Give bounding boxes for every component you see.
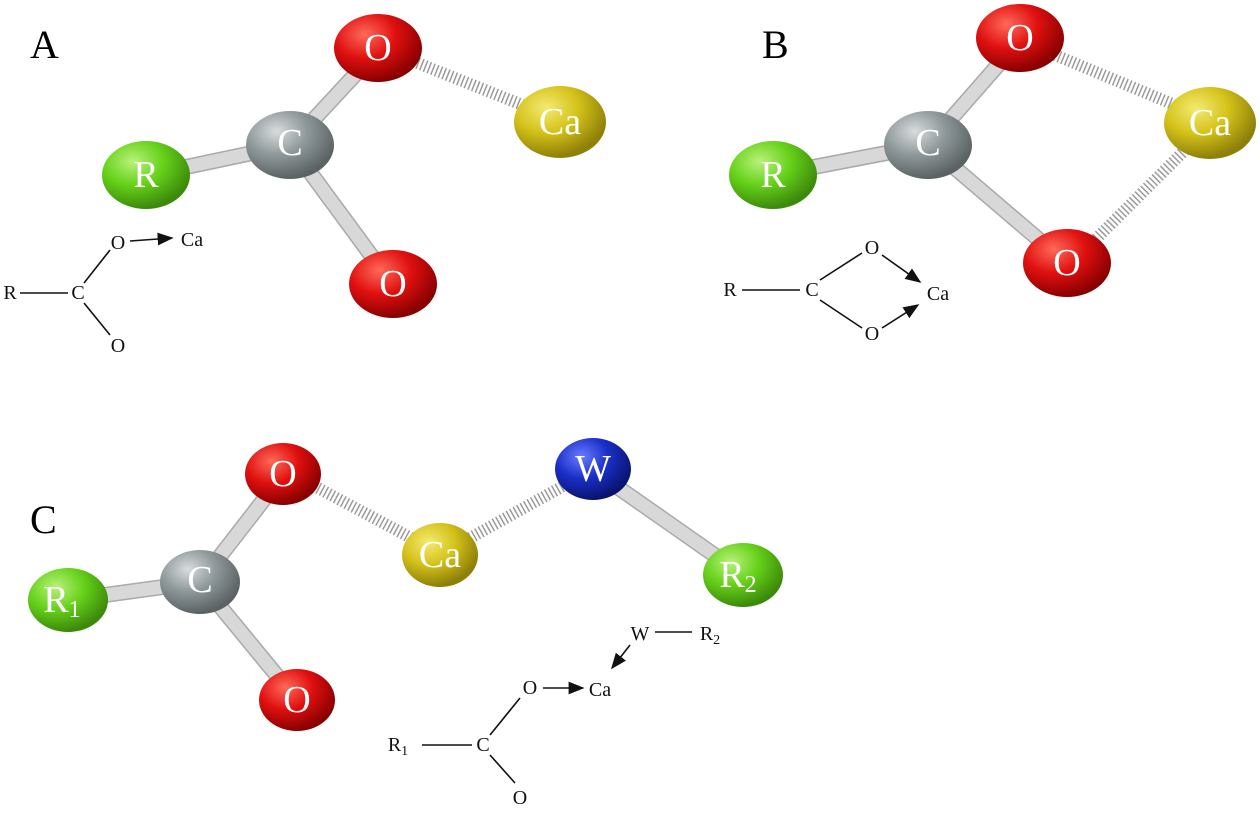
svg-text:O: O	[364, 27, 391, 69]
svg-text:Ca: Ca	[539, 101, 581, 143]
svg-text:R1: R1	[43, 579, 80, 623]
bonds-b	[764, 32, 1190, 270]
svg-text:O: O	[523, 677, 537, 699]
svg-text:Ca: Ca	[589, 679, 611, 701]
svg-text:R1: R1	[388, 734, 408, 759]
coordination-bond-o-top-ca	[1052, 49, 1178, 111]
panel-b: B O Ca R C O R C O Ca O	[723, 4, 1256, 345]
coordination-bond-w-ca	[467, 479, 568, 544]
svg-text:Ca: Ca	[927, 283, 949, 305]
svg-text:R2: R2	[719, 554, 756, 598]
svg-text:O: O	[513, 787, 527, 809]
svg-text:Ca: Ca	[1189, 102, 1231, 144]
atom-o-bottom: O	[349, 250, 437, 318]
panel-label-b: B	[762, 22, 789, 67]
svg-text:Ca: Ca	[419, 534, 461, 576]
panel-c: C O Ca W R1 C R2 O W R2 O Ca R1 C	[28, 438, 783, 809]
svg-text:C: C	[476, 734, 489, 756]
atom-o-bottom: O	[1023, 229, 1111, 297]
atom-r2: R2	[703, 543, 783, 607]
svg-text:O: O	[865, 237, 879, 259]
atom-o-top: O	[245, 443, 321, 505]
panel-label-c: C	[30, 497, 57, 542]
atom-o-bottom: O	[259, 669, 335, 731]
svg-text:R: R	[760, 154, 786, 196]
atom-r1: R1	[28, 568, 108, 632]
svg-text:O: O	[865, 323, 879, 345]
svg-text:R2: R2	[700, 623, 720, 648]
bonds-a	[140, 42, 533, 293]
atom-ca: Ca	[514, 86, 606, 158]
svg-text:O: O	[379, 263, 406, 305]
coordination-bond-o-bottom-ca	[1090, 145, 1190, 245]
svg-text:W: W	[575, 448, 611, 490]
svg-text:R: R	[133, 154, 159, 196]
atom-ca: Ca	[402, 523, 478, 587]
svg-text:O: O	[1006, 17, 1033, 59]
svg-text:R: R	[723, 279, 737, 301]
svg-text:C: C	[187, 559, 212, 601]
panel-a: A O Ca R C O R C O Ca O	[3, 14, 606, 357]
coordination-bond-o-ca	[315, 482, 418, 546]
svg-text:O: O	[111, 335, 125, 357]
svg-text:R: R	[3, 282, 17, 304]
scheme-c: W R2 O Ca R1 C O	[388, 623, 720, 809]
svg-text:C: C	[915, 122, 940, 164]
coordination-bond-o-ca	[407, 54, 533, 114]
svg-text:W: W	[631, 623, 650, 645]
svg-text:C: C	[805, 279, 818, 301]
atom-c: C	[246, 111, 334, 179]
atom-r: R	[102, 141, 190, 209]
atom-o-top: O	[334, 14, 422, 82]
atom-o-top: O	[976, 4, 1064, 72]
atom-ca: Ca	[1164, 87, 1256, 159]
scheme-a: R C O Ca O	[3, 229, 203, 357]
svg-text:O: O	[269, 453, 296, 495]
atom-w: W	[555, 438, 631, 500]
atom-c: C	[884, 111, 972, 179]
svg-text:O: O	[1053, 242, 1080, 284]
svg-text:O: O	[111, 232, 125, 254]
svg-text:C: C	[277, 122, 302, 164]
atom-r: R	[729, 141, 817, 209]
svg-text:Ca: Ca	[181, 229, 203, 251]
panel-label-a: A	[30, 22, 59, 67]
svg-text:O: O	[283, 679, 310, 721]
scheme-b: R C O Ca O	[723, 237, 949, 345]
atom-c: C	[160, 550, 240, 614]
svg-text:C: C	[71, 282, 84, 304]
